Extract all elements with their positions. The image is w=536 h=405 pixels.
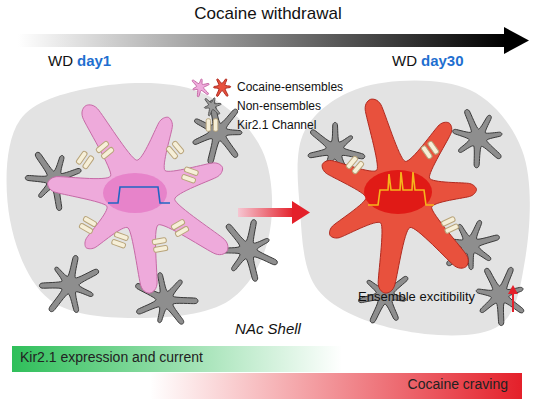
kir-channel <box>346 155 365 174</box>
kir-channel <box>76 151 95 170</box>
increase-arrow-head <box>508 285 518 294</box>
legend-icon <box>204 98 221 116</box>
progression-arrow-shaft <box>238 208 294 217</box>
legend-icon <box>214 79 231 97</box>
channel-subunit <box>352 161 365 175</box>
channel-subunit <box>83 216 98 227</box>
time-point-day: day30 <box>421 52 464 69</box>
channel-subunit <box>172 140 185 154</box>
annotation: Ensemble excitibility <box>358 289 475 304</box>
time-point-day: day1 <box>77 52 111 69</box>
nucleus <box>103 173 167 213</box>
membrane-trace <box>108 187 170 203</box>
timeline-arrow-head <box>504 27 529 54</box>
legend-entry: Cocaine-ensembles <box>237 80 343 94</box>
channel-subunit <box>111 239 126 248</box>
kir-channel <box>79 216 98 234</box>
kir-channel <box>171 219 190 237</box>
channel-subunit <box>152 237 167 244</box>
progression-arrow-head <box>292 201 310 224</box>
channel-subunit <box>181 174 196 183</box>
non-ensemble-neuron <box>476 267 524 325</box>
legend-icon <box>192 79 209 97</box>
kir-channel <box>441 216 459 234</box>
band-text: Kir2.1 expression and current <box>20 349 342 365</box>
legend-text: Cocaine-ensembles <box>237 80 343 94</box>
channel-subunit <box>153 245 168 252</box>
legend-text: Kir2.1 Channel <box>237 118 316 132</box>
channel-subunit <box>82 155 94 169</box>
channel-subunit <box>114 231 129 240</box>
channel-subunit <box>175 226 190 237</box>
channel-subunit <box>206 119 211 132</box>
non-ensemble-neuron <box>39 255 98 312</box>
kir-channel <box>166 140 185 159</box>
channel-subunit <box>427 141 439 155</box>
kir-channel <box>206 119 218 132</box>
cocaine-ensemble-neuron <box>48 105 228 293</box>
channel-subunit <box>444 223 459 233</box>
time-point-label: WD <box>48 52 73 69</box>
kir-channel <box>421 141 440 160</box>
legend-text: Non-ensembles <box>237 99 321 113</box>
figure-title: Cocaine withdrawal <box>194 4 341 24</box>
channel-subunit <box>101 147 115 160</box>
kir-channel <box>111 231 129 248</box>
channel-subunit <box>213 119 218 132</box>
membrane-trace <box>368 172 434 205</box>
region-label: NAc Shell <box>235 320 301 337</box>
non-ensemble-neuron <box>220 220 277 282</box>
legend-entry: Non-ensembles <box>237 99 321 113</box>
nucleus <box>364 170 432 214</box>
trend-band: Cocaine craving <box>150 373 522 399</box>
cocaine-ensemble-neuron <box>322 99 476 293</box>
timeline-arrow-shaft <box>18 34 506 47</box>
band-text: Cocaine craving <box>150 376 508 392</box>
kir-channel <box>95 141 114 160</box>
trend-band: Kir2.1 expression and current <box>12 346 342 372</box>
non-ensemble-neuron <box>453 110 502 168</box>
kir-channel <box>152 237 168 252</box>
time-point-label: WD <box>392 52 417 69</box>
nac-region <box>7 83 273 318</box>
kir-channel <box>181 166 199 183</box>
legend-entry: Kir2.1 Channel <box>237 118 316 132</box>
increase-arrow <box>512 292 514 312</box>
nac-region <box>298 81 530 336</box>
channel-subunit <box>184 166 199 175</box>
